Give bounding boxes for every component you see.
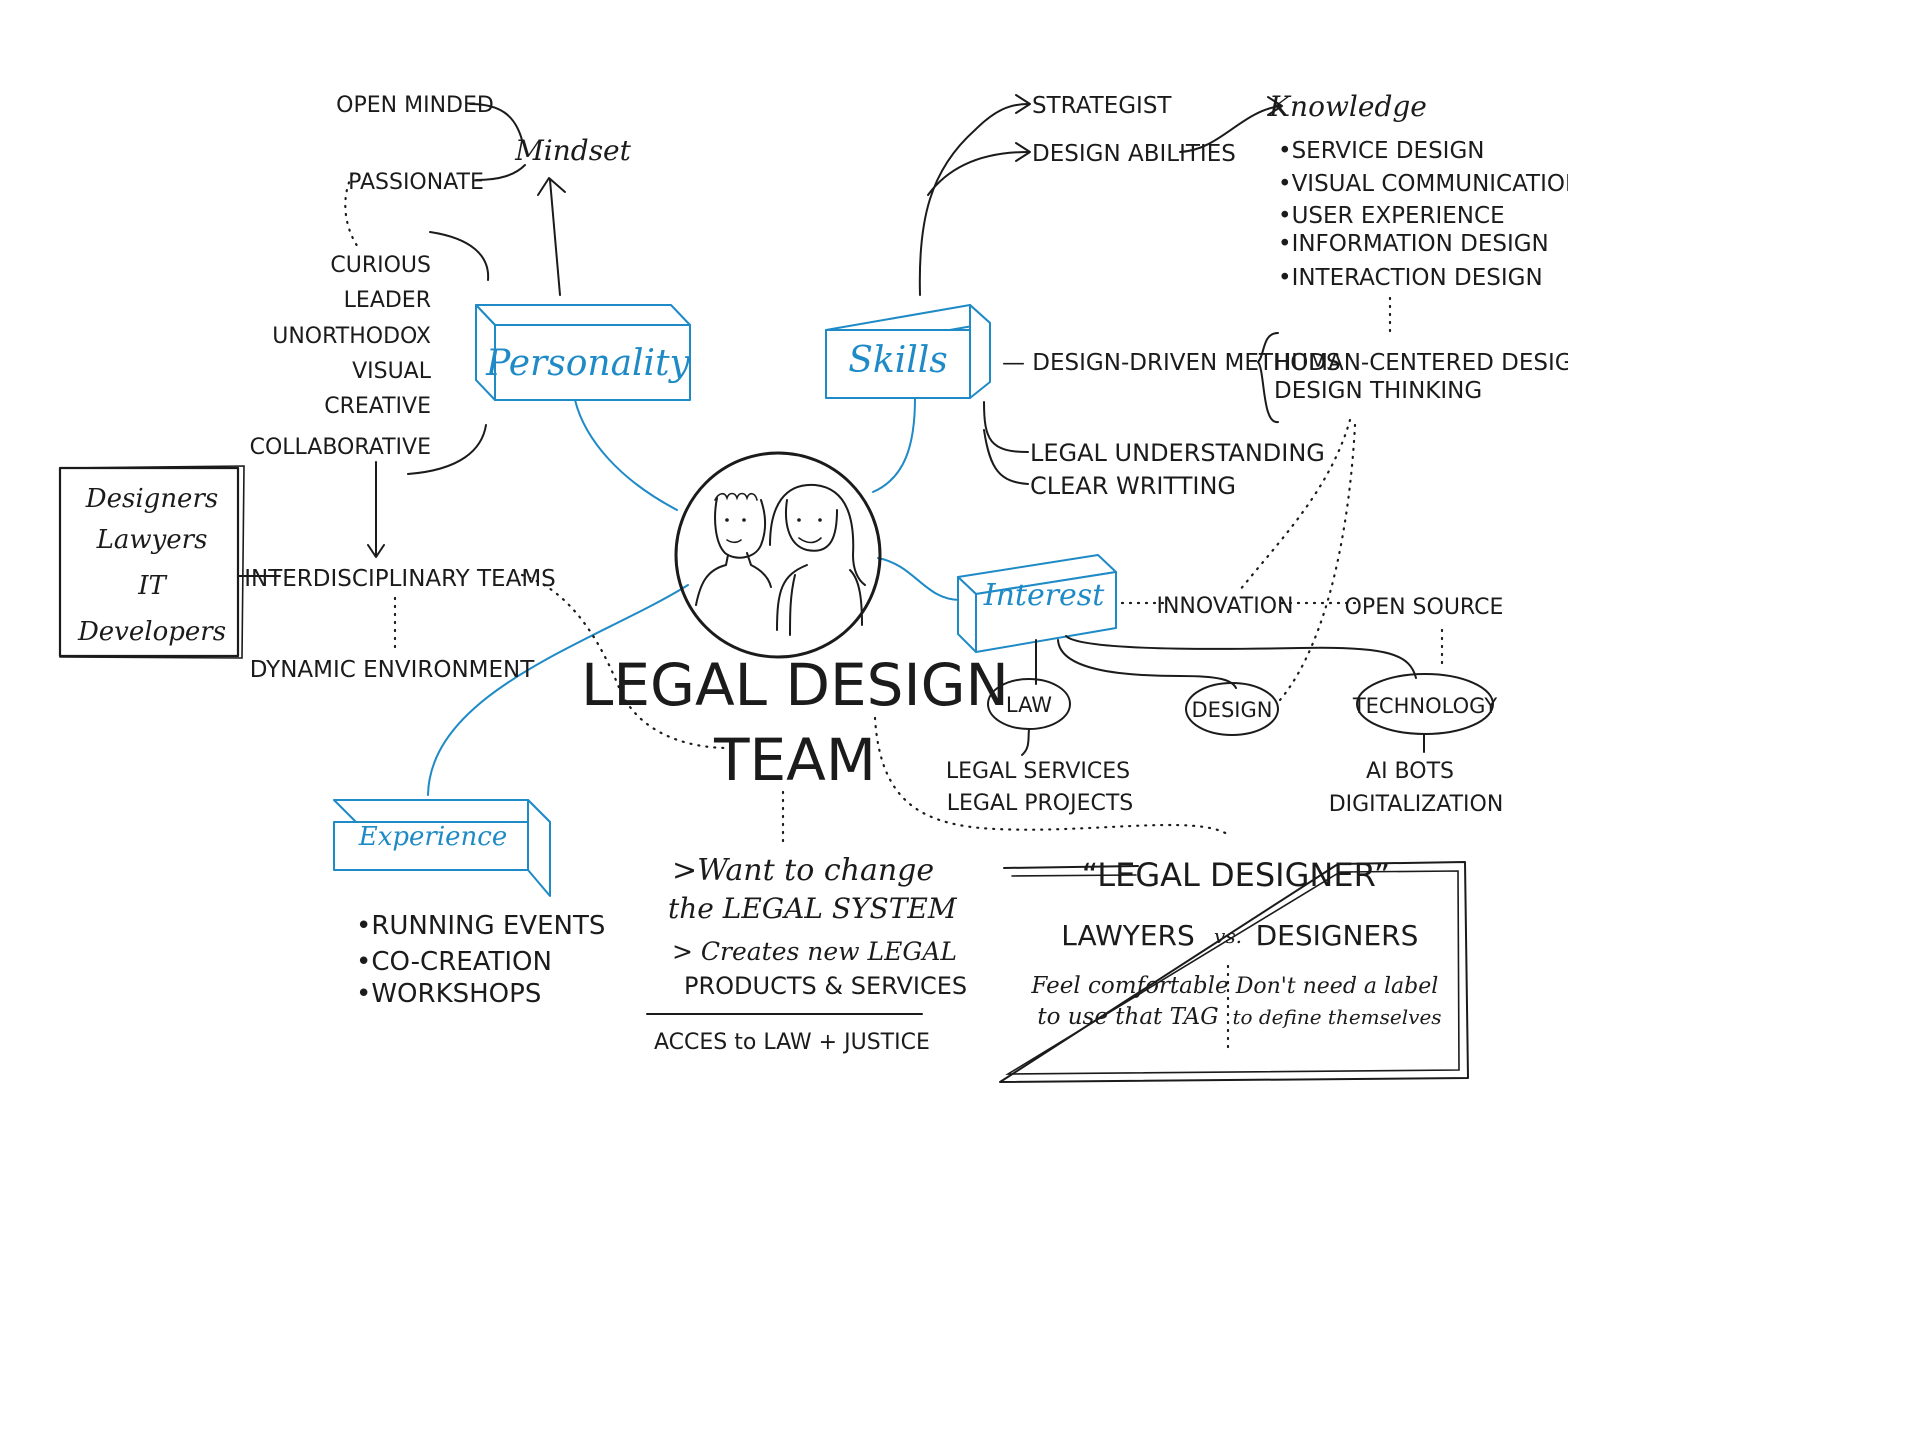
arrow-to-design-abilities bbox=[927, 151, 1029, 196]
designers-note-line2: to define themselves bbox=[1232, 1005, 1441, 1029]
mindset-label: Mindset bbox=[514, 134, 632, 167]
law-legal-services: LEGAL SERVICES bbox=[946, 759, 1130, 784]
skill-legal-understanding: LEGAL UNDERSTANDING bbox=[1030, 439, 1325, 467]
goal-creates-line2: PRODUCTS & SERVICES bbox=[684, 972, 967, 1000]
technology-ai-bots: AI BOTS bbox=[1366, 759, 1454, 784]
trait-creative: CREATIVE bbox=[324, 394, 431, 419]
personality-label: Personality bbox=[485, 343, 690, 384]
interest-open-source: OPEN SOURCE bbox=[1345, 595, 1504, 620]
arrowhead-mindset bbox=[537, 177, 566, 196]
connector-law-items bbox=[1021, 728, 1030, 756]
experience-running-events: •RUNNING EVENTS bbox=[356, 911, 605, 941]
knowledge-visual-communication: •VISUAL COMMUNICATION bbox=[1278, 171, 1568, 197]
law-legal-projects: LEGAL PROJECTS bbox=[947, 791, 1134, 816]
dotted-team-legal-designer bbox=[873, 716, 1232, 838]
arrow-to-knowledge bbox=[1179, 105, 1281, 153]
legal-design-mindmap: { "center": {"title_line1": "LEGAL DESIG… bbox=[58, 90, 1568, 1083]
knowledge-label: Knowledge bbox=[1268, 90, 1427, 123]
mindset-item-passionate: PASSIONATE bbox=[348, 170, 484, 195]
role-it: IT bbox=[137, 571, 167, 601]
legal-designer-lawyers: LAWYERS bbox=[1061, 919, 1195, 952]
lawyers-note-line2: to use that TAG bbox=[1037, 1004, 1218, 1030]
interest-innovation: INNOVATION bbox=[1156, 594, 1293, 619]
goal-want-line1: >Want to change bbox=[672, 853, 934, 888]
arrowhead-strategist bbox=[1015, 94, 1031, 114]
interest-design: DESIGN bbox=[1192, 698, 1273, 722]
interest-technology: TECHNOLOGY bbox=[1352, 694, 1497, 718]
connector-interest bbox=[877, 557, 961, 601]
interest-box bbox=[957, 554, 1117, 653]
legal-designer-title: “LEGAL DESIGNER” bbox=[1082, 856, 1391, 894]
interdisciplinary-teams: INTERDISCIPLINARY TEAMS bbox=[244, 566, 556, 592]
dotted-methods-innovation bbox=[1238, 418, 1352, 592]
role-lawyers: Lawyers bbox=[96, 525, 208, 555]
dynamic-environment: DYNAMIC ENVIRONMENT bbox=[250, 657, 536, 683]
connector-technology bbox=[1065, 635, 1417, 679]
experience-label: Experience bbox=[358, 822, 508, 852]
arrow-to-strategist bbox=[918, 103, 1029, 296]
knowledge-information-design: •INFORMATION DESIGN bbox=[1278, 231, 1549, 257]
connector-clear-writing bbox=[983, 429, 1029, 485]
skills-box bbox=[825, 304, 991, 399]
skill-clear-writing: CLEAR WRITTING bbox=[1030, 472, 1236, 500]
brace-methods bbox=[1257, 332, 1279, 423]
trait-leader: LEADER bbox=[344, 288, 431, 313]
trait-curious: CURIOUS bbox=[330, 253, 431, 278]
bracket-traits-top bbox=[429, 231, 490, 281]
interest-law: LAW bbox=[1006, 693, 1052, 717]
personality-box bbox=[475, 304, 691, 401]
mindset-item-open-minded: OPEN MINDED bbox=[336, 93, 494, 118]
connector-legal-understanding bbox=[983, 401, 1029, 453]
experience-co-creation: •CO-CREATION bbox=[356, 947, 552, 977]
connector-passionate bbox=[475, 164, 526, 181]
trait-visual: VISUAL bbox=[352, 359, 432, 384]
method-human-centered: HUMAN-CENTERED DESIGN bbox=[1274, 350, 1568, 376]
lawyers-note-line1: Feel comfortable bbox=[1030, 973, 1228, 999]
bracket-traits-bottom bbox=[407, 424, 487, 475]
skill-strategist: STRATEGIST bbox=[1032, 93, 1172, 119]
center-title-line2: TEAM bbox=[713, 726, 876, 794]
legal-designer-vs: vs. bbox=[1214, 924, 1242, 948]
connector-experience bbox=[427, 584, 689, 796]
dotted-passionate-curious bbox=[344, 173, 362, 252]
trait-collaborative: COLLABORATIVE bbox=[250, 435, 431, 460]
connector-skills bbox=[872, 397, 916, 493]
legal-designer-frame bbox=[999, 861, 1469, 1083]
goal-access: ACCES to LAW + JUSTICE bbox=[654, 1030, 930, 1055]
role-developers: Developers bbox=[77, 617, 226, 647]
roles-box bbox=[58, 465, 245, 659]
mindmap-canvas: LEGAL DESIGN TEAM Personality Mindset OP… bbox=[58, 90, 1568, 1083]
experience-workshops: •WORKSHOPS bbox=[356, 979, 541, 1009]
arrowhead-interdisciplinary bbox=[367, 544, 385, 558]
skill-design-driven-methods: — DESIGN-DRIVEN METHODS bbox=[1002, 350, 1341, 376]
experience-box bbox=[333, 799, 551, 897]
role-designers: Designers bbox=[85, 484, 218, 514]
knowledge-interaction-design: •INTERACTION DESIGN bbox=[1278, 265, 1543, 291]
dotted-methods-design bbox=[1278, 423, 1357, 702]
connector-open-minded bbox=[469, 103, 523, 141]
goal-creates-line1: > Creates new LEGAL bbox=[672, 937, 957, 966]
interest-label: Interest bbox=[983, 578, 1105, 613]
skill-design-abilities: DESIGN ABILITIES bbox=[1032, 141, 1236, 167]
connector-personality bbox=[574, 399, 678, 511]
technology-digitalization: DIGITALIZATION bbox=[1329, 792, 1504, 817]
goal-want-line2: the LEGAL SYSTEM bbox=[668, 892, 958, 925]
arrowhead-knowledge bbox=[1267, 96, 1283, 116]
team-portrait-icon bbox=[674, 451, 882, 659]
center-title-line1: LEGAL DESIGN bbox=[581, 651, 1009, 719]
arrow-to-mindset bbox=[549, 179, 561, 296]
arrowhead-design-abilities bbox=[1015, 142, 1031, 162]
design-bubble bbox=[1185, 682, 1279, 736]
legal-designer-designers: DESIGNERS bbox=[1256, 919, 1419, 952]
knowledge-service-design: •SERVICE DESIGN bbox=[1278, 138, 1485, 164]
designers-note-line1: Don't need a label bbox=[1235, 974, 1439, 999]
skills-label: Skills bbox=[848, 340, 948, 381]
connector-design bbox=[1057, 639, 1237, 689]
trait-unorthodox: UNORTHODOX bbox=[272, 324, 431, 349]
knowledge-user-experience: •USER EXPERIENCE bbox=[1278, 203, 1505, 229]
method-design-thinking: DESIGN THINKING bbox=[1274, 378, 1482, 404]
